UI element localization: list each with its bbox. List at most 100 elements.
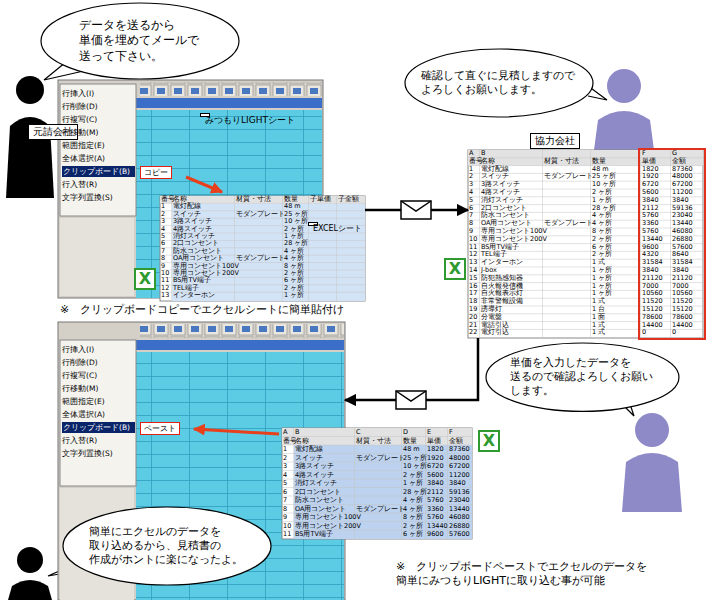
table-cell: 0 [672, 329, 676, 337]
table-cell: 11200 [449, 471, 470, 480]
table-cell: 20 [469, 314, 477, 322]
table-cell: 57600 [672, 244, 693, 252]
table-cell: 26880 [672, 236, 693, 244]
table-cell: F [642, 150, 646, 158]
red-arrow [194, 429, 279, 434]
table-cell: インターホン [481, 259, 523, 267]
table-cell: 46080 [672, 228, 693, 236]
mail-envelope [396, 201, 431, 409]
table-cell: 13 [469, 259, 477, 267]
table-cell: 6 ヶ所 [284, 277, 304, 284]
table-cell: 2 ヶ所 [592, 251, 612, 259]
table-cell: 16 [469, 283, 477, 291]
table-cell: 6 ヶ所 [403, 530, 423, 539]
note: ※ クリップボードコピーでエクセルシートに簡単貼付け [60, 303, 344, 317]
table-cell: 電灯引込 [481, 329, 509, 337]
table-cell: 7 [283, 496, 287, 505]
table-cell: 13 [161, 292, 169, 299]
table-cell: 消灯スイッチ [481, 197, 523, 205]
table-cell: 10 ヶ所 [403, 462, 427, 471]
table-cell: 28 ヶ所 [403, 488, 427, 497]
table-cell: 2 ヶ所 [284, 285, 304, 292]
table-cell: 1 式 [592, 329, 605, 337]
table-cell: 自火報発信機 [481, 283, 523, 291]
table-cell: 13440 [427, 522, 448, 531]
table-cell: 電灯配線 [173, 203, 201, 210]
excel-icon: X [134, 268, 156, 290]
table-cell: 3 [283, 462, 287, 471]
table-cell: 5600 [427, 471, 444, 480]
red-arrow [186, 177, 222, 192]
table-cell: 48000 [672, 173, 693, 181]
sheet-grid [282, 428, 472, 539]
table-cell: 11 [161, 277, 169, 284]
table-cell: 8 ヶ所 [592, 228, 612, 236]
speech-bubble: 簡単にエクセルのデータを 取り込めるから、見積書の 作成がホントに楽になったよ。 [62, 506, 272, 586]
table-cell: 31584 [642, 259, 663, 267]
table-cell: 87360 [449, 445, 470, 454]
table-cell: 5 [469, 197, 473, 205]
table-cell: 単価 [427, 437, 441, 446]
table-cell: 消灯スイッチ [295, 479, 337, 488]
table-cell: 1820 [642, 166, 659, 174]
table-cell: 防水コンセント [481, 212, 530, 220]
table-cell: 8 [469, 220, 473, 228]
table-cell: 1 ヶ所 [592, 267, 612, 275]
table-cell: 2 ヶ所 [284, 226, 304, 233]
table-cell: スイッチ [173, 211, 201, 218]
table-cell: F [449, 428, 453, 437]
table-cell: 14 [469, 267, 477, 275]
table-cell: 4 [161, 226, 165, 233]
table-cell: 13440 [449, 505, 470, 514]
speech-bubble: 確認して直ぐに見積しますので よろしくお願いします。 [404, 48, 594, 118]
table-cell: 26880 [449, 522, 470, 531]
table-cell: インターホン [173, 292, 215, 299]
table-cell: 3840 [449, 479, 466, 488]
table-cell: 10 ヶ所 [284, 218, 308, 225]
table-cell: 専用コンセント100V [481, 228, 547, 236]
menu-item: 行複写(C) [62, 370, 97, 381]
table-cell: 11520 [672, 298, 693, 306]
menu-item: クリップボード(B) [62, 166, 135, 177]
table-cell: 数量 [403, 437, 417, 446]
table-cell: 5760 [642, 228, 659, 236]
table-cell: 分電盤 [481, 314, 502, 322]
table-cell: 67200 [449, 462, 470, 471]
table-cell: 専用コンセント100V [295, 513, 361, 522]
table-cell: 4路スイッチ [173, 226, 212, 233]
table-cell: 3840 [642, 267, 659, 275]
table-cell: 9 [469, 228, 473, 236]
table-cell: 13440 [672, 220, 693, 228]
table-cell: 3360 [642, 220, 659, 228]
menu-item: 行挿入(I) [62, 344, 94, 355]
table-cell: 3840 [642, 197, 659, 205]
table-cell: 5760 [427, 513, 444, 522]
bubble-outline [63, 507, 271, 585]
table-cell: 12 [161, 285, 169, 292]
menu-item: 行移動(M) [62, 127, 98, 138]
menu-item: クリップボード(B) [62, 422, 135, 433]
table-cell: 59136 [672, 205, 693, 213]
table-cell: 28 ヶ所 [592, 205, 616, 213]
table-cell: 番号 [469, 158, 483, 166]
bubble-outline [405, 49, 593, 117]
table-cell: 6 ヶ所 [592, 244, 612, 252]
table-cell: モダンプレート [356, 454, 405, 463]
table-cell: モダンプレート [236, 255, 285, 262]
table-cell: 2 [283, 454, 287, 463]
table-cell: 15120 [672, 306, 693, 314]
table-cell: 1 ヶ所 [284, 292, 304, 299]
table-cell: 87360 [672, 166, 693, 174]
table-cell: モダンプレート [356, 505, 405, 514]
table-cell: 材質・寸法 [236, 196, 271, 203]
table-cell: 電話引込 [481, 322, 509, 330]
table-cell: 1 ヶ所 [592, 275, 612, 283]
note: ※ クリップボードペーストでエクセルのデータを 簡単にみつもりLIGHTに取り込… [396, 560, 716, 589]
table-cell: 2口コンセント [295, 488, 341, 497]
speech-bubble: 単価を入力したデータを 送るので確認よろしくお願い します。 [485, 342, 680, 412]
table-cell: D [403, 428, 408, 437]
table-cell: G [672, 150, 677, 158]
table-cell: 5760 [427, 496, 444, 505]
table-cell: 1 式 [592, 322, 605, 330]
table-cell: 2112 [642, 205, 659, 213]
